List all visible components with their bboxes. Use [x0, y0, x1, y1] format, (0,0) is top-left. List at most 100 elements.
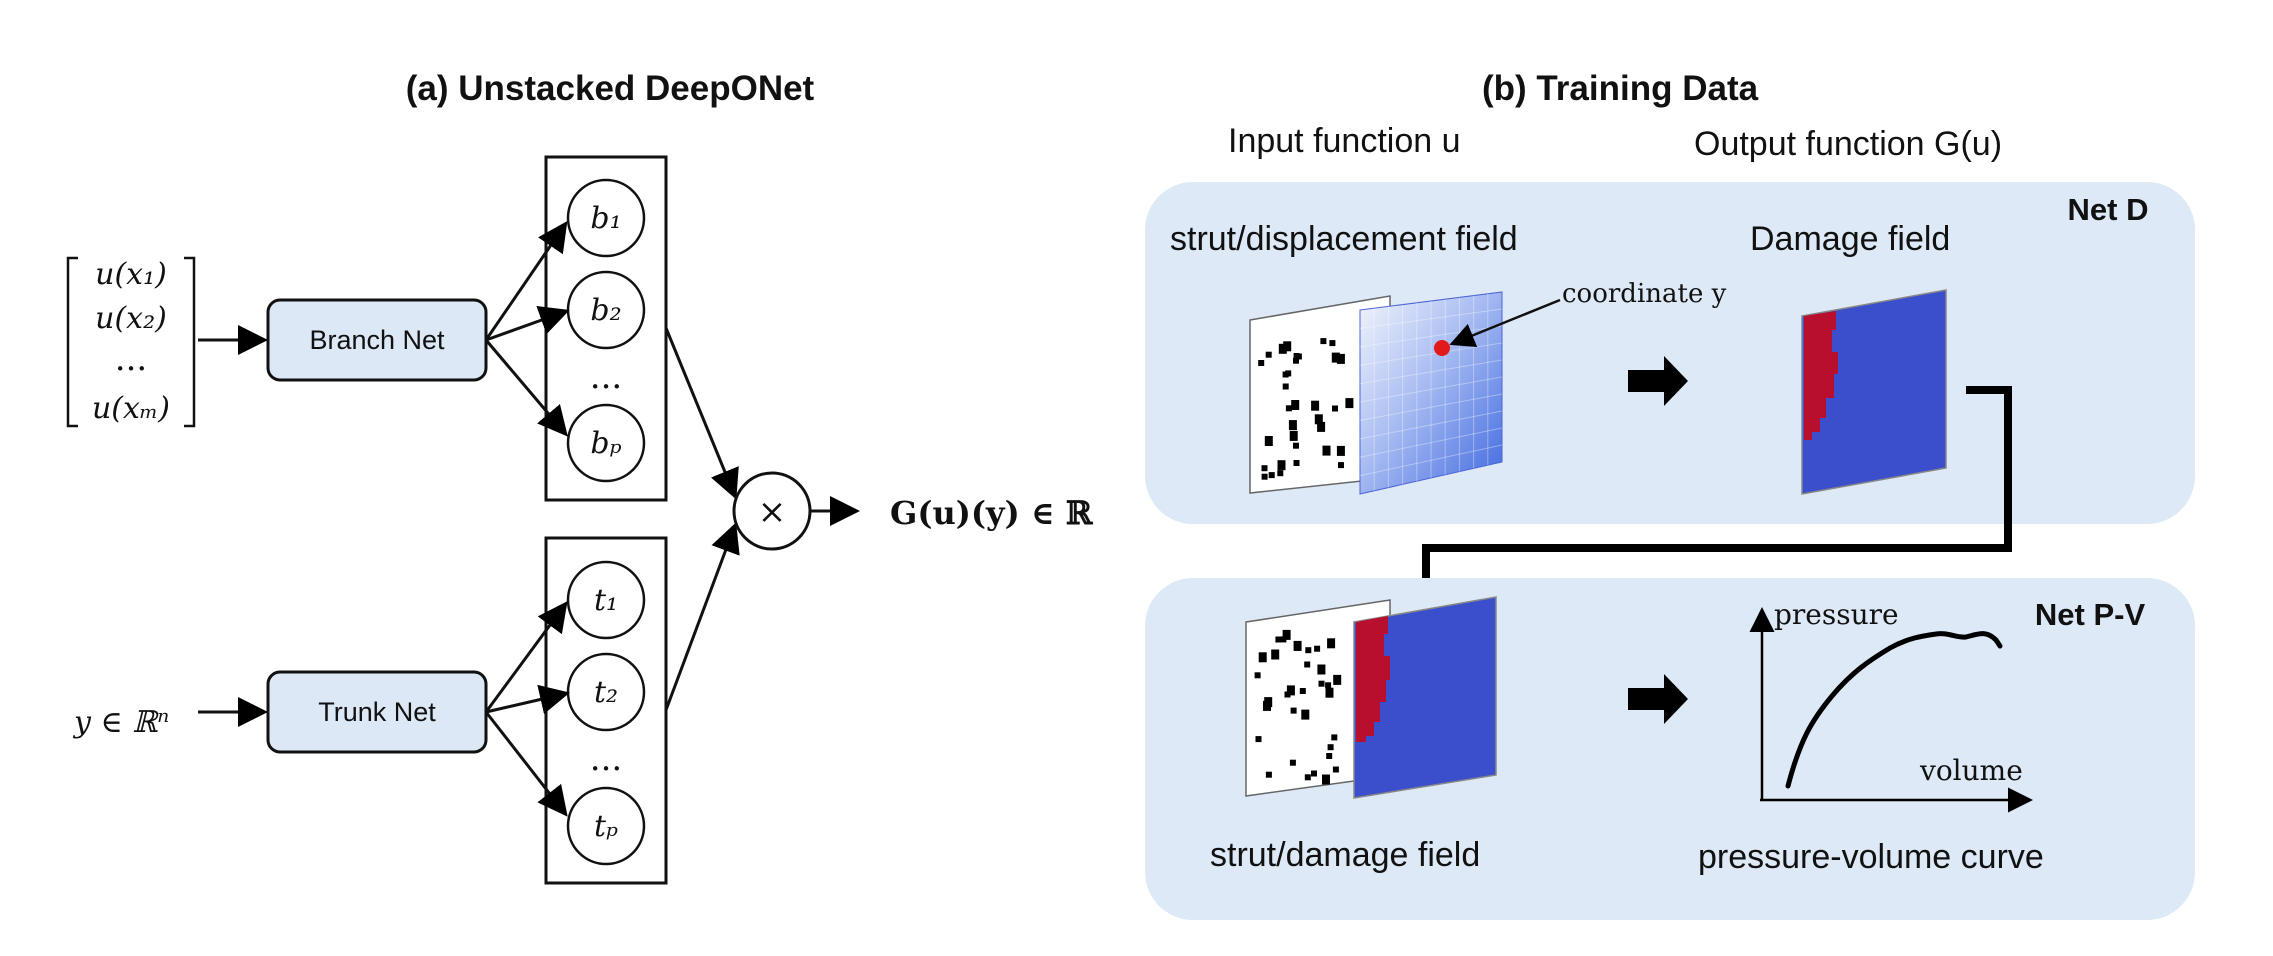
- trunk-input-label: y ∈ ℝⁿ: [72, 705, 169, 740]
- strut-cells-pv: [1254, 629, 1342, 785]
- net-pv-input-caption: strut/damage field: [1210, 836, 1480, 874]
- strut-cell: [1289, 759, 1296, 766]
- net-d-output-caption: Damage field: [1750, 220, 1950, 258]
- strut-cell: [1264, 436, 1273, 446]
- strut-cell: [1326, 753, 1333, 759]
- right-bracket: [184, 256, 196, 428]
- pv-y-axis-label: pressure: [1774, 598, 1899, 631]
- net-d-block-arrow: [1628, 356, 1688, 406]
- branch-node-bp-label: bₚ: [590, 426, 621, 461]
- trunk-node-tp-label: tₚ: [594, 809, 618, 844]
- net-pv-block-arrow: [1628, 674, 1688, 724]
- operator-output-label: G(u)(y) ∈ ℝ: [890, 494, 1094, 532]
- strut-cell: [1255, 736, 1262, 743]
- strut-cell: [1265, 351, 1272, 358]
- strut-cell: [1280, 636, 1287, 643]
- grid-line: [1359, 393, 1503, 421]
- strut-cell: [1325, 682, 1332, 689]
- input-u-xm: u(xₘ): [92, 391, 170, 426]
- strut-cell: [1314, 645, 1321, 652]
- strut-cell: [1299, 688, 1306, 694]
- strut-cell: [1291, 400, 1300, 410]
- panel-b-title: (b) Training Data: [1482, 69, 1759, 108]
- strut-cell: [1254, 672, 1261, 679]
- branch-net-label: Branch Net: [309, 325, 445, 355]
- branch-node-bp: [566, 403, 646, 483]
- strut-cell: [1283, 341, 1292, 352]
- strut-cell: [1301, 709, 1310, 720]
- trunk-arrow-t1: [484, 601, 568, 713]
- strut-cell: [1320, 338, 1327, 345]
- branch-node-ellipsis: ...: [590, 357, 622, 397]
- strut-cell: [1304, 661, 1311, 668]
- strut-cell: [1261, 465, 1268, 472]
- strut-cell: [1336, 353, 1345, 364]
- strut-cell: [1289, 430, 1298, 441]
- branch-node-b2-label: b₂: [590, 293, 621, 328]
- strut-cell: [1282, 629, 1291, 640]
- strut-cell: [1258, 652, 1267, 663]
- grid-line: [1359, 427, 1503, 458]
- branch-node-b1-label: b₁: [590, 201, 621, 236]
- strut-cell: [1268, 472, 1275, 479]
- strut-cell: [1345, 398, 1354, 409]
- net-connector-line: [1422, 386, 2012, 600]
- trunk-node-t1: [566, 560, 646, 640]
- strut-cell: [1277, 460, 1286, 471]
- branch-arrow-b2: [485, 305, 570, 342]
- net-d-label: Net D: [2068, 192, 2149, 227]
- strut-cell: [1293, 442, 1299, 449]
- trunk-to-product-arrow: [664, 522, 740, 711]
- strut-cell: [1329, 340, 1336, 347]
- grid-line: [1359, 376, 1503, 403]
- strut-cell: [1285, 405, 1292, 412]
- input-vector: u(x₁) u(x₂) ... u(xₘ): [66, 256, 196, 428]
- strut-cell: [1286, 685, 1295, 696]
- strut-cell: [1333, 674, 1342, 685]
- trunk-node-ellipsis: ...: [590, 739, 622, 779]
- strut-cell: [1336, 445, 1345, 456]
- strut-cell: [1282, 383, 1289, 390]
- net-d-input-caption: strut/displacement field: [1170, 220, 1518, 258]
- trunk-net-label: Trunk Net: [318, 697, 436, 727]
- strut-cell: [1265, 771, 1272, 778]
- strut-cell: [1271, 649, 1280, 660]
- strut-cell: [1317, 664, 1326, 675]
- strut-cell: [1331, 734, 1338, 741]
- net-pv-output-caption: pressure-volume curve: [1698, 838, 2044, 876]
- input-ellipsis: ...: [115, 339, 147, 379]
- strut-cell: [1317, 421, 1326, 432]
- grid-line: [1359, 410, 1503, 440]
- strut-cell: [1277, 470, 1284, 477]
- strut-cell: [1338, 462, 1344, 469]
- damage-region-d: [1804, 311, 1838, 440]
- strut-cell: [1331, 352, 1340, 363]
- trunk-node-t2-label: t₂: [594, 675, 618, 710]
- strut-cell: [1318, 680, 1325, 687]
- displacement-grid: [1359, 293, 1503, 491]
- left-bracket: [66, 256, 78, 428]
- grid-line: [1359, 325, 1503, 348]
- strut-cell: [1311, 400, 1320, 411]
- strut-cell: [1304, 774, 1311, 781]
- trunk-arrow-tp: [484, 711, 568, 817]
- strut-cell: [1282, 371, 1289, 378]
- strut-cell: [1261, 473, 1268, 480]
- branch-arrow-bp: [484, 339, 568, 437]
- strut-cell: [1288, 420, 1297, 431]
- trunk-node-t1-label: t₁: [594, 583, 618, 618]
- strut-cell: [1295, 353, 1302, 360]
- pv-x-axis-label: volume: [1919, 754, 2023, 787]
- strut-cell: [1293, 357, 1299, 364]
- net-pv-label: Net P-V: [2035, 597, 2146, 632]
- product-symbol: ×: [758, 492, 787, 532]
- panel-a-title: (a) Unstacked DeepONet: [406, 69, 815, 108]
- damage-region-pv: [1356, 616, 1390, 742]
- branch-to-product-arrow: [664, 327, 739, 500]
- strut-cell: [1322, 774, 1330, 785]
- strut-cell: [1258, 360, 1265, 366]
- output-function-header: Output function G(u): [1694, 125, 2002, 163]
- trunk-node-tp: [566, 786, 646, 866]
- damage-field-d: [1801, 289, 1947, 495]
